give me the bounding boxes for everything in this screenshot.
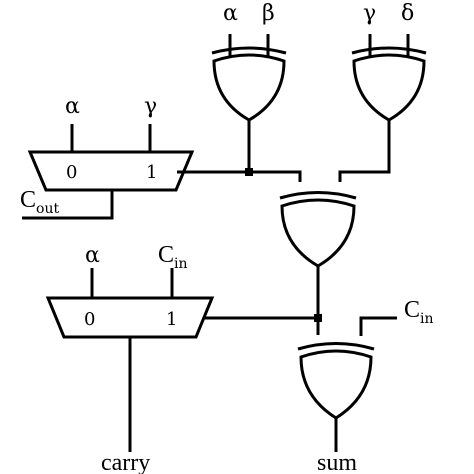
mux-bottom-input-0: 0 bbox=[84, 309, 95, 330]
label-xor1-beta: β bbox=[262, 1, 275, 26]
wire-cout bbox=[22, 190, 114, 220]
mux-top-input-1: 1 bbox=[146, 162, 157, 183]
xor-extra-arc bbox=[297, 342, 375, 351]
label-mux-top-gamma: γ bbox=[144, 94, 157, 119]
junction-dot-top bbox=[245, 168, 253, 176]
mux-body bbox=[45, 296, 215, 339]
xor-gate-1 bbox=[211, 34, 287, 172]
xor-gate-2 bbox=[338, 34, 427, 182]
wire-xor2-out bbox=[338, 120, 391, 182]
label-sum-cin: Cin bbox=[404, 297, 434, 327]
label-xor2-delta: δ bbox=[401, 1, 414, 26]
mux-body bbox=[27, 150, 195, 192]
mux-top: 0 1 bbox=[22, 124, 249, 220]
label-xor2-gamma: γ bbox=[363, 1, 376, 26]
xor-gate-3 bbox=[249, 170, 357, 318]
label-cout: Cout bbox=[20, 187, 59, 217]
xor-body bbox=[280, 198, 356, 268]
xor-body bbox=[299, 349, 373, 420]
xor-gate-4 bbox=[297, 316, 397, 452]
wire-xor1-to-xor3 bbox=[249, 170, 302, 182]
xor-body bbox=[352, 53, 426, 122]
label-carry: carry bbox=[101, 450, 150, 474]
cout-sub: out bbox=[36, 201, 59, 217]
cin-sub: in bbox=[420, 311, 434, 327]
xor-extra-arc bbox=[211, 46, 287, 55]
label-mux-top-alpha: α bbox=[65, 94, 80, 119]
cin-sub: in bbox=[174, 256, 188, 272]
mux-top-input-0: 0 bbox=[66, 162, 77, 183]
cout-base: C bbox=[20, 187, 36, 213]
label-xor1-alpha: α bbox=[223, 1, 238, 26]
xor-body bbox=[212, 53, 286, 122]
junction-dot-bottom bbox=[314, 314, 322, 322]
label-mux-bottom-cin: Cin bbox=[158, 242, 188, 272]
cin-base: C bbox=[404, 297, 420, 323]
mux-bottom: 0 1 bbox=[45, 268, 318, 452]
cin-base: C bbox=[158, 242, 174, 268]
xor-extra-arc bbox=[279, 191, 357, 200]
mux-bottom-input-1: 1 bbox=[166, 309, 177, 330]
label-sum: sum bbox=[317, 450, 357, 474]
wire-cin-to-xor4 bbox=[359, 316, 397, 336]
xor-extra-arc bbox=[351, 46, 427, 55]
label-mux-bottom-alpha: α bbox=[85, 243, 100, 268]
